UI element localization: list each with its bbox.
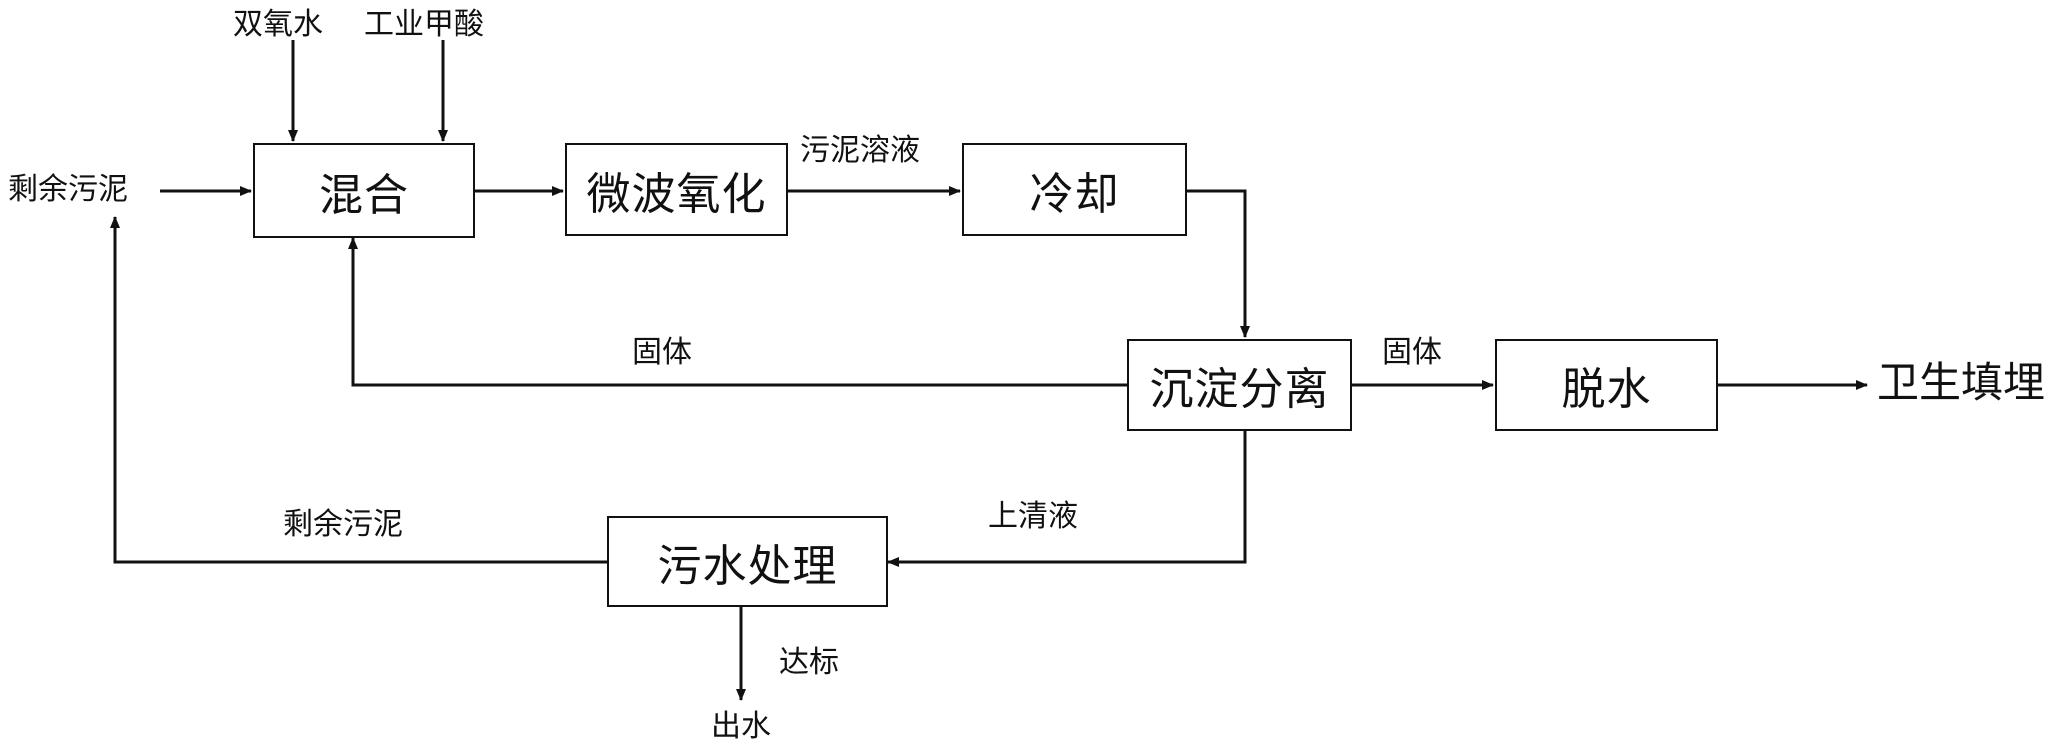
arrow-cool-to-separate [1187,189,1250,338]
box-microwave-oxidation: 微波氧化 [565,143,788,236]
label-effluent: 出水 [711,709,771,744]
label-sludge-solution: 污泥溶液 [800,133,920,168]
label-excess-sludge-input: 剩余污泥 [8,172,128,207]
box-cooling: 冷却 [962,143,1187,236]
label-solid-to-dewater: 固体 [1382,335,1442,370]
box-dewatering: 脱水 [1495,339,1718,431]
label-meets-standard: 达标 [779,645,839,680]
label-supernatant: 上清液 [988,499,1078,534]
label-hydrogen-peroxide: 双氧水 [233,7,323,42]
arrow-separate-to-sewage [887,431,1247,567]
label-sanitary-landfill: 卫生填埋 [1877,358,2046,407]
label-industrial-formic-acid: 工业甲酸 [364,7,484,42]
label-solid-return: 固体 [632,335,692,370]
label-excess-sludge-return: 剩余污泥 [283,507,403,542]
box-mix: 混合 [253,143,475,238]
box-sewage-treatment: 污水处理 [607,516,888,607]
box-sedimentation-separation: 沉淀分离 [1127,339,1352,431]
arrow-separate-to-mix [348,237,1127,387]
arrow-sewage-to-sludge [110,216,607,564]
